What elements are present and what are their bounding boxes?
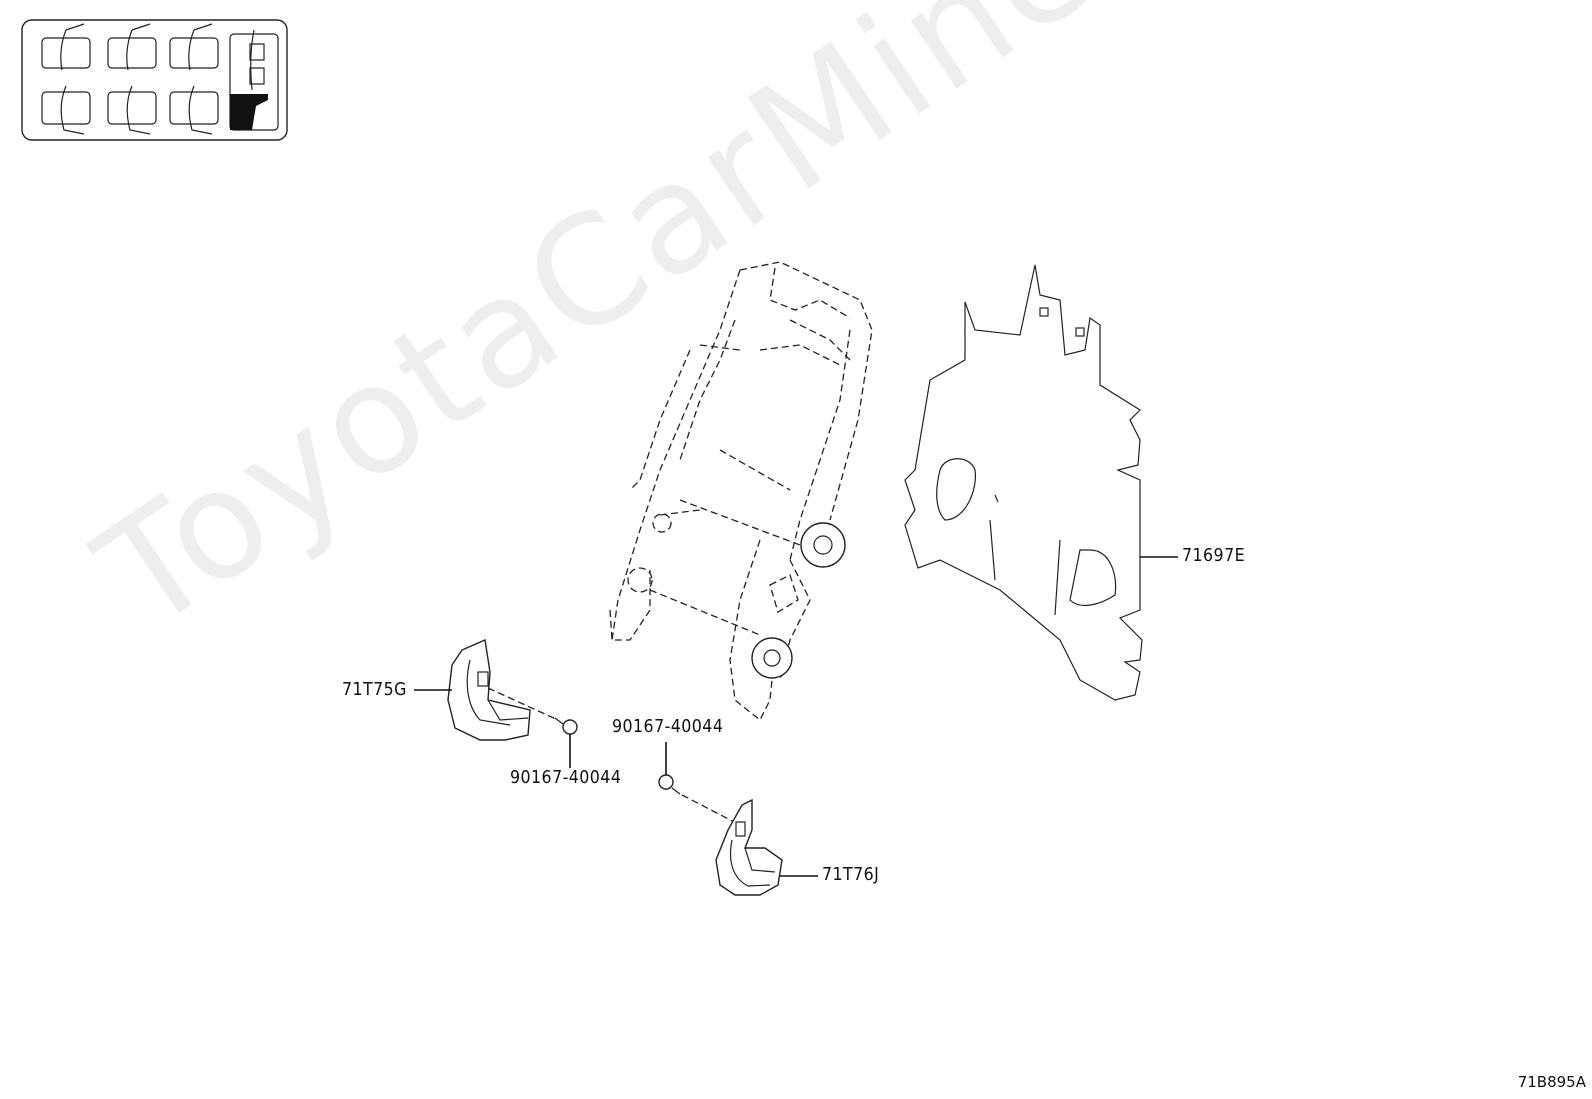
- part-label-71697e[interactable]: 71697E: [1182, 545, 1246, 566]
- screw-left: [554, 717, 578, 735]
- screw-right: [658, 774, 681, 795]
- seat-hinge-cover-right: [715, 798, 783, 896]
- diagram-code: 71B895A: [1517, 1073, 1586, 1091]
- seat-back-board-panel: [904, 264, 1143, 701]
- seat-position-locator-icon: [21, 19, 288, 141]
- seat-back-frame: [609, 261, 873, 722]
- part-label-71t76j[interactable]: 71T76J: [822, 864, 880, 885]
- part-label-71t75g[interactable]: 71T75G: [342, 679, 407, 700]
- part-label-screw-right[interactable]: 90167-40044: [612, 716, 724, 737]
- seat-hinge-cover-left: [447, 638, 531, 741]
- part-label-screw-left[interactable]: 90167-40044: [510, 767, 622, 788]
